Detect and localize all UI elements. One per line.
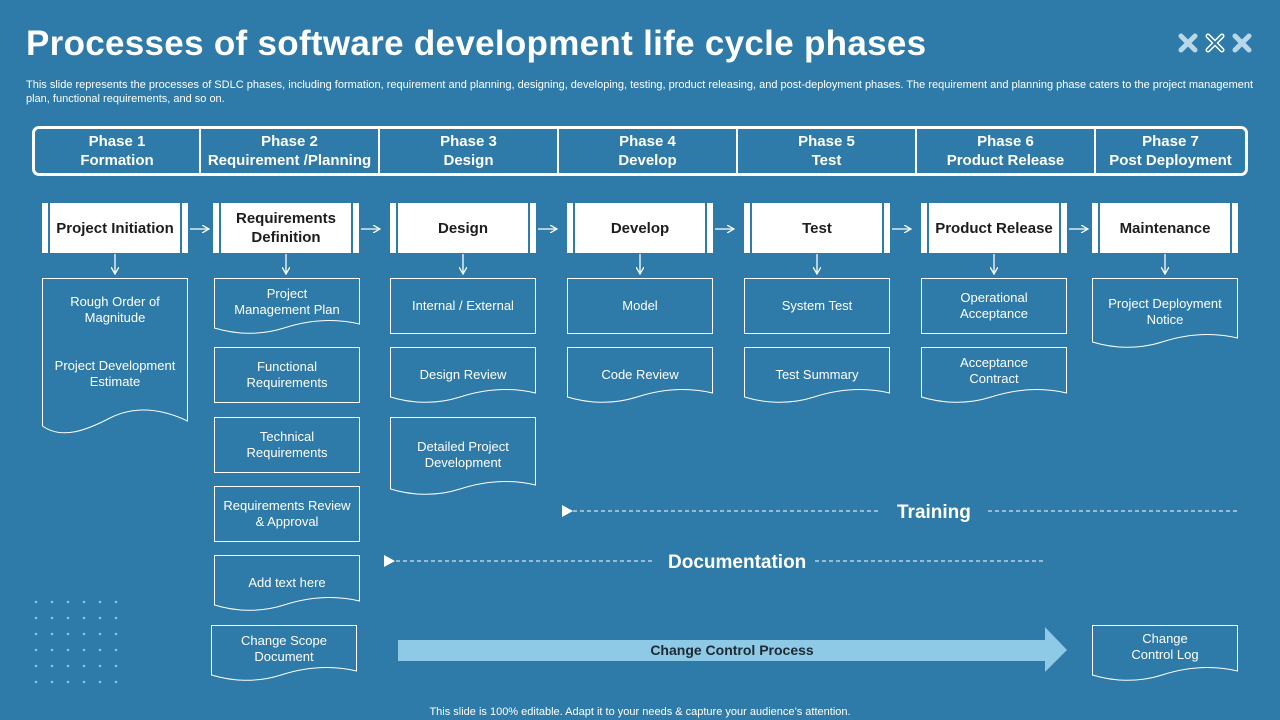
training-label: Training — [897, 502, 971, 523]
phase-name: Product Release — [946, 152, 1065, 169]
box-technical-requirements: Technical Requirements — [214, 417, 360, 473]
page-subtitle: This slide represents the processes of S… — [26, 79, 1254, 105]
box-system-test: System Test — [744, 278, 890, 334]
process-header-design: Design — [390, 203, 536, 253]
process-header-project-initiation: Project Initiation — [42, 203, 188, 253]
doc-text: Test Summary — [775, 367, 859, 382]
documentation-label: Documentation — [668, 552, 807, 573]
phase-name: Formation — [80, 152, 154, 169]
phase-name: Develop — [618, 152, 677, 169]
box-requirements-review: Requirements Review & Approval — [214, 486, 360, 542]
box-text: Functional Requirements — [246, 359, 328, 390]
page-title: Processes of software development life c… — [26, 24, 927, 63]
phase-2: Phase 2 Requirement /Planning — [201, 129, 380, 173]
doc-acceptance-contract: Acceptance Contract — [921, 347, 1067, 403]
cross-pattern-icon — [1178, 33, 1252, 53]
doc-project-management-plan: Project Management Plan — [214, 278, 360, 334]
process-header-product-release: Product Release — [921, 203, 1067, 253]
phase-number: Phase 7 — [1142, 133, 1199, 150]
doc-deployment-notice: Project Deployment Notice — [1092, 278, 1238, 348]
phase-bar: Phase 1 Formation Phase 2 Requirement /Pla… — [32, 126, 1248, 176]
doc-estimates: Rough Order of Magnitude Project Develop… — [42, 278, 188, 440]
phase-name: Test — [811, 152, 842, 169]
phase-number: Phase 1 — [88, 133, 146, 150]
box-model: Model — [567, 278, 713, 334]
change-control-process-label: Change Control Process — [650, 642, 814, 658]
box-text: Model — [622, 298, 658, 313]
doc-text: Add text here — [248, 575, 326, 590]
box-functional-requirements: Functional Requirements — [214, 347, 360, 403]
doc-text: Acceptance Contract — [960, 355, 1028, 386]
box-operational-acceptance: Operational Acceptance — [921, 278, 1067, 334]
doc-text: Change Scope Document — [240, 633, 327, 664]
doc-text: Detailed Project Development — [417, 439, 509, 470]
phase-name: Design — [443, 152, 494, 169]
phase-number: Phase 6 — [977, 133, 1034, 150]
phase-3: Phase 3 Design — [380, 129, 559, 173]
doc-detailed-project-development: Detailed Project Development — [390, 417, 536, 495]
phase-number: Phase 5 — [798, 133, 855, 150]
box-text: Operational Acceptance — [960, 290, 1028, 321]
phase-number: Phase 4 — [619, 133, 676, 150]
box-text: Internal / External — [412, 298, 514, 313]
doc-text: Project Development Estimate — [54, 358, 176, 389]
phase-number: Phase 3 — [440, 133, 497, 150]
phase-4: Phase 4 Develop — [559, 129, 738, 173]
doc-test-summary: Test Summary — [744, 347, 890, 403]
phase-5: Phase 5 Test — [738, 129, 917, 173]
doc-text: Change Control Log — [1131, 631, 1199, 662]
doc-change-scope: Change Scope Document — [211, 625, 357, 681]
process-header-develop: Develop — [567, 203, 713, 253]
box-text: System Test — [781, 298, 853, 313]
doc-design-review: Design Review — [390, 347, 536, 403]
process-header-test: Test — [744, 203, 890, 253]
doc-text: Code Review — [601, 367, 679, 382]
doc-code-review: Code Review — [567, 347, 713, 403]
doc-add-text: Add text here — [214, 555, 360, 611]
doc-text: Rough Order of Magnitude — [70, 294, 160, 325]
doc-text: Design Review — [419, 367, 507, 382]
footer-note: This slide is 100% editable. Adapt it to… — [429, 706, 851, 718]
process-header-maintenance: Maintenance — [1092, 203, 1238, 253]
phase-7: Phase 7 Post Deployment — [1096, 129, 1245, 173]
doc-change-control-log: Change Control Log — [1092, 625, 1238, 681]
phase-name: Post Deployment — [1109, 152, 1232, 169]
doc-text: Project Deployment Notice — [1108, 296, 1222, 327]
box-text: Requirements Review & Approval — [223, 498, 351, 529]
phase-6: Phase 6 Product Release — [917, 129, 1096, 173]
phase-number: Phase 2 — [261, 133, 318, 150]
box-text: Technical Requirements — [246, 429, 328, 460]
phase-name: Requirement /Planning — [207, 152, 372, 169]
phase-1: Phase 1 Formation — [35, 129, 201, 173]
doc-text: Project Management Plan — [234, 286, 340, 317]
box-internal-external: Internal / External — [390, 278, 536, 334]
process-header-requirements-definition: Requirements Definition — [213, 203, 359, 253]
